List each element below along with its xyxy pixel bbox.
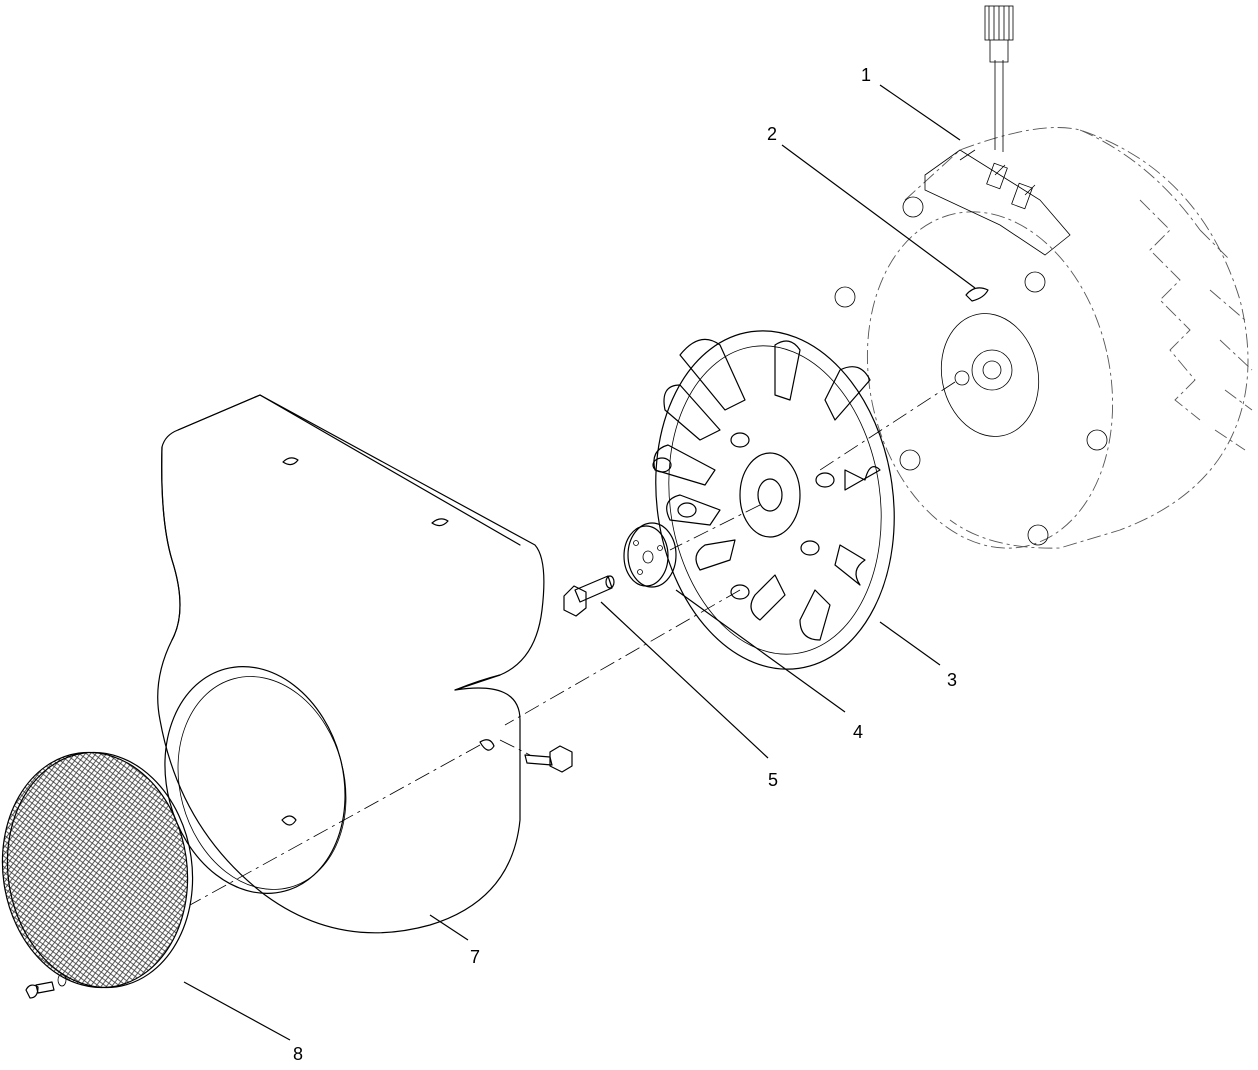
callout-7-label: 7 (470, 947, 480, 967)
callout-7: 7 (429, 914, 480, 967)
callout-8-label: 8 (293, 1044, 303, 1064)
callout-1-label: 1 (861, 65, 871, 85)
callout-3: 3 (879, 621, 957, 690)
flywheel (652, 330, 895, 670)
callout-3-label: 3 (947, 670, 957, 690)
blower-housing (157, 394, 573, 934)
callout-2: 2 (767, 124, 976, 289)
flywheel-washer (623, 522, 677, 588)
centerlines (189, 381, 956, 906)
callout-4: 4 (675, 589, 863, 742)
callout-4-label: 4 (853, 722, 863, 742)
callout-1: 1 (861, 65, 961, 141)
grass-screen (1, 751, 194, 999)
callout-8: 8 (183, 981, 303, 1064)
rim-bolts (834, 196, 1108, 546)
flywheel-bolt (563, 575, 615, 617)
callout-5: 5 (600, 601, 778, 790)
engine-housing (834, 5, 1253, 549)
callout-2-label: 2 (767, 124, 777, 144)
callout-5-label: 5 (768, 770, 778, 790)
woodruff-key (965, 287, 989, 302)
